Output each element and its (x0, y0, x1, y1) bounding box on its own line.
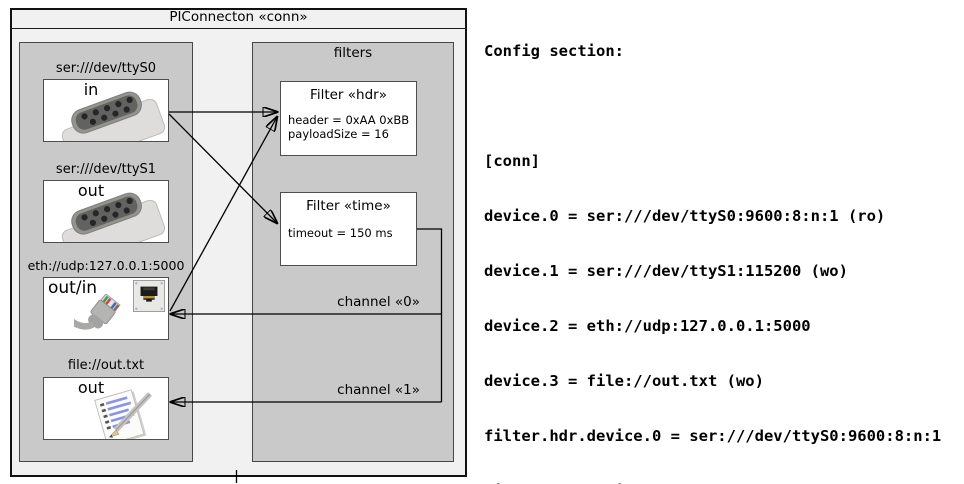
config-line: filter.hdr.device.0 = ser:///dev/ttyS0:9… (484, 426, 942, 445)
filter-hdr-attributes: header = 0xAA 0xBB payloadSize = 16 (288, 113, 416, 141)
pencil-icon (108, 392, 152, 438)
component-title: PIConnecton «conn» (169, 9, 308, 25)
filter-attr: timeout = 150 ms (288, 226, 393, 240)
filter-box-hdr: Filter «hdr» header = 0xAA 0xBB payloadS… (280, 81, 417, 156)
device-label-ttyS0: ser:///dev/ttyS0 (55, 61, 157, 76)
device-box-ttyS0: in (43, 79, 169, 142)
filters-panel-label: filters (333, 45, 373, 61)
filter-box-time: Filter «time» timeout = 150 ms (280, 192, 417, 266)
config-heading: Config section: (484, 41, 624, 60)
config-blank-line (484, 97, 951, 115)
component-title-bar: PIConnecton «conn» (10, 8, 467, 29)
device-label-file: file://out.txt (67, 358, 145, 373)
device-direction: out/in (48, 278, 98, 298)
device-direction: in (83, 80, 99, 99)
filter-time-title: Filter «time» (306, 198, 391, 214)
device-box-ttyS1: out (43, 180, 169, 243)
serial-connector-icon (61, 192, 166, 242)
config-line: [conn] (484, 151, 540, 170)
device-direction: out (77, 378, 105, 397)
config-line: device.3 = file://out.txt (wo) (484, 371, 764, 390)
filter-attr: payloadSize = 16 (288, 127, 389, 141)
device-label-ttyS1: ser:///dev/ttyS1 (55, 162, 157, 177)
serial-connector-icon (61, 91, 166, 141)
config-line: device.2 = eth://udp:127.0.0.1:5000 (484, 316, 811, 335)
filter-attr: header = 0xAA 0xBB (288, 113, 410, 127)
filter-hdr-title: Filter «hdr» (310, 87, 387, 103)
filter-time-attributes: timeout = 150 ms (288, 226, 416, 240)
config-line: filter.hdr.device.1 = eth://udp:127.0.0.… (484, 482, 951, 484)
device-box-eth: out/in (43, 277, 169, 340)
config-line: device.1 = ser:///dev/ttyS1:115200 (wo) (484, 261, 848, 280)
config-section: Config section: [conn] device.0 = ser://… (484, 5, 951, 484)
device-direction: out (77, 181, 105, 200)
ethernet-port-icon (133, 280, 165, 312)
channel-1-label: channel «1» (337, 382, 420, 398)
ethernet-cable-icon (74, 294, 121, 330)
device-box-file: out (43, 377, 169, 440)
notepad-icon (94, 389, 152, 439)
device-label-eth: eth://udp:127.0.0.1:5000 (27, 258, 185, 273)
channel-0-label: channel «0» (337, 294, 420, 310)
config-line: device.0 = ser:///dev/ttyS0:9600:8:n:1 (… (484, 206, 886, 225)
